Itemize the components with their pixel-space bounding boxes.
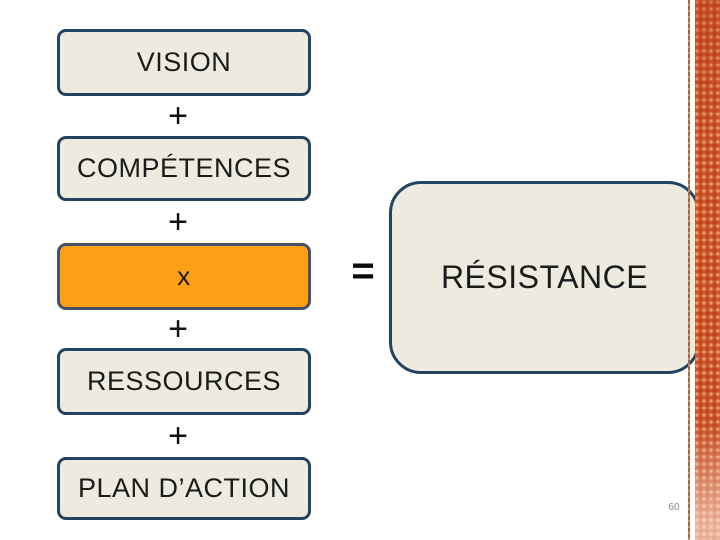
- plus-operator-3: +: [168, 309, 188, 348]
- term-box-competences: COMPÉTENCES: [57, 136, 311, 201]
- term-label-vision: VISION: [136, 47, 232, 77]
- plus-operator-2: +: [168, 202, 188, 241]
- plus-operator-4: +: [168, 416, 188, 455]
- term-box-plan-daction: PLAN D’ACTION: [57, 457, 311, 520]
- plus-operator-1: +: [168, 96, 188, 135]
- equals-operator: =: [351, 248, 375, 293]
- term-box-unknown-x: x: [57, 243, 311, 310]
- term-box-vision: VISION: [57, 29, 311, 96]
- term-label-competences: COMPÉTENCES: [76, 153, 292, 183]
- term-label-ressources: RESSOURCES: [86, 366, 282, 396]
- result-label-resistance: RÉSISTANCE: [440, 259, 649, 295]
- page-number: 60: [668, 502, 680, 513]
- right-accent-stripe: [695, 0, 720, 540]
- result-box-resistance: RÉSISTANCE: [389, 181, 700, 374]
- term-label-unknown-x: x: [177, 261, 191, 291]
- term-box-ressources: RESSOURCES: [57, 348, 311, 415]
- term-label-plan-daction: PLAN D’ACTION: [77, 473, 291, 503]
- equation-left-column: VISION + COMPÉTENCES + x + RESSOURCES + …: [57, 0, 311, 540]
- right-accent-line: [688, 0, 690, 540]
